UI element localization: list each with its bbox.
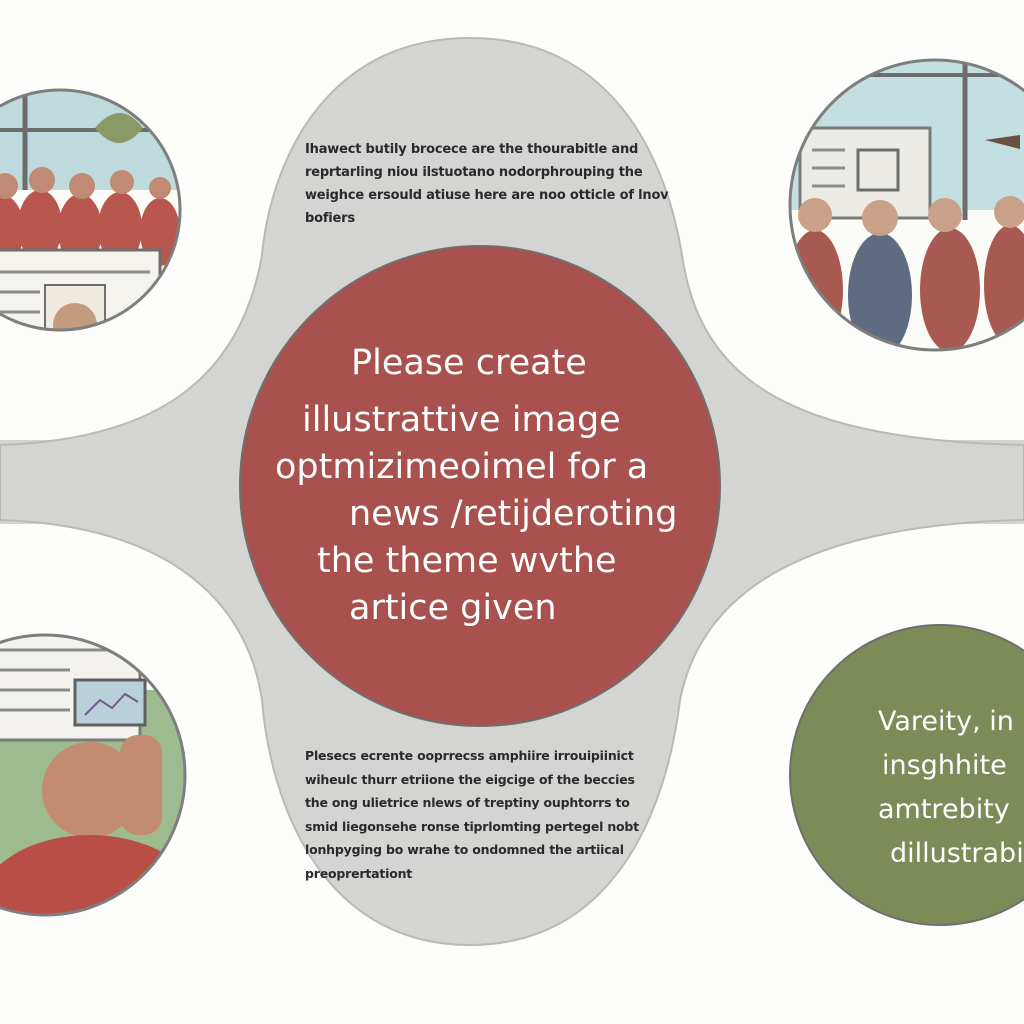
bottom-paragraph-line: lonhpyging bo wrahe to ondomned the arti… — [305, 842, 624, 857]
bottom-paragraph-line: wiheulc thurr etriione the eigcige of th… — [305, 771, 635, 787]
center-circle-line: Please create — [351, 343, 587, 383]
center-red-circle — [239, 245, 721, 727]
bottom-left-illustration — [0, 633, 187, 917]
center-circle-line: news /retijderoting — [349, 494, 678, 534]
top-paragraph: Ihawect butily brocece are the thourabit… — [305, 138, 685, 230]
right-circle-text: Vareity, in insghhite amtrebity dillustr… — [878, 700, 1024, 876]
center-circle-line: illustrattive image — [302, 400, 621, 440]
bottom-paragraph-line: smid liegonsehe ronse tiprlomting perteg… — [305, 818, 639, 834]
bottom-paragraph-line: preoprertationt — [305, 865, 413, 881]
right-circle-line: Vareity, in — [878, 706, 1014, 737]
bottom-paragraph-line: Plesecs ecrente ooprrecss amphiire irrou… — [305, 748, 634, 763]
right-circle-line: amtrebity — [878, 794, 1010, 825]
bottom-paragraph: Plesecs ecrente ooprrecss amphiire irrou… — [305, 744, 685, 885]
top-right-illustration — [788, 58, 1024, 352]
top-left-illustration — [0, 88, 182, 332]
center-circle-line: artice given — [349, 588, 557, 628]
bottom-paragraph-line: the ong ulietrice nlews of treptiny ouph… — [305, 795, 630, 810]
top-paragraph-line: bofiers — [305, 211, 355, 226]
top-paragraph-line: reprtarling niou ilstuotano nodorphroupi… — [305, 165, 643, 180]
top-paragraph-line: Ihawect butily brocece are the thourabit… — [305, 142, 639, 157]
right-green-circle — [789, 624, 1024, 926]
right-circle-line: insghhite — [882, 750, 1007, 781]
top-paragraph-line: weighce ersould atiuse here are noo otti… — [305, 188, 669, 203]
center-circle-line: optmizimeoimel for a — [275, 447, 649, 487]
center-circle-line: the theme wvthe — [317, 541, 617, 581]
right-circle-line: dillustrabi — [890, 838, 1024, 869]
center-circle-text: Please create illustrattive image optmiz… — [265, 340, 705, 632]
